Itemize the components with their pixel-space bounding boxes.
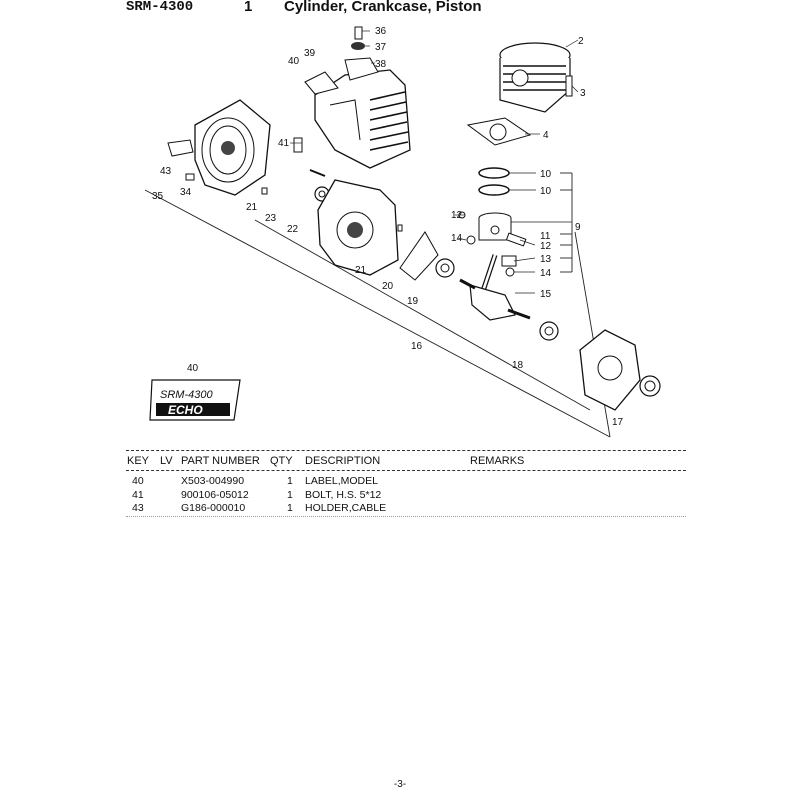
page-number: -3- <box>393 779 407 790</box>
table-row: 41 900106-05012 1 BOLT, H.S. 5*12 <box>0 489 800 502</box>
cell-description: LABEL,MODEL <box>305 475 378 487</box>
callout-39: 39 <box>304 48 316 59</box>
col-lv: LV <box>160 455 173 467</box>
callout-19: 19 <box>407 296 419 307</box>
callout-35: 35 <box>152 191 164 202</box>
callout-34: 34 <box>180 187 192 198</box>
piston <box>478 212 512 241</box>
callout-14b: 14 <box>540 268 552 279</box>
shroud-cover <box>314 69 411 169</box>
cell-description: HOLDER,CABLE <box>305 502 387 514</box>
callout-12b: 12 <box>540 241 552 252</box>
exploded-parts-diagram: 36 37 38 39 40 41 2 3 4 10 10 9 11 12 13… <box>144 26 661 438</box>
callout-41: 41 <box>278 138 290 149</box>
callout-4: 4 <box>543 130 549 141</box>
inset-model-text: SRM-4300 <box>160 389 213 401</box>
crankcase-right <box>579 329 641 411</box>
callout-13: 13 <box>540 254 552 265</box>
callout-11: 11 <box>540 231 551 242</box>
callout-21b: 21 <box>355 265 367 276</box>
callout-22: 22 <box>287 224 299 235</box>
callout-18: 18 <box>512 360 524 371</box>
inset-brand-text: ECHO <box>168 403 203 417</box>
cell-description: BOLT, H.S. 5*12 <box>305 489 382 501</box>
callout-21a: 21 <box>246 202 258 213</box>
callout-10b: 10 <box>540 186 552 197</box>
col-qty: QTY <box>270 455 293 467</box>
cell-part-number: G186-000010 <box>181 502 246 514</box>
callout-43: 43 <box>160 166 172 177</box>
callout-38: 38 <box>375 59 387 70</box>
callout-15: 15 <box>540 289 552 300</box>
table-top-rule <box>126 450 686 451</box>
table-row: 43 G186-000010 1 HOLDER,CABLE <box>0 502 800 515</box>
crankcase-left <box>317 179 399 276</box>
callout-37: 37 <box>375 42 387 53</box>
callout-12a: 12 <box>451 210 463 221</box>
col-key: KEY <box>127 455 150 467</box>
model-number: SRM-4300 <box>126 0 194 15</box>
col-part-number: PART NUMBER <box>181 455 260 467</box>
table-bottom-rule <box>126 516 686 517</box>
cell-part-number: X503-004990 <box>181 475 245 487</box>
cell-key: 43 <box>132 502 144 514</box>
col-remarks: REMARKS <box>470 455 525 467</box>
callout-40: 40 <box>288 56 300 67</box>
cell-qty: 1 <box>287 502 293 514</box>
fan-housing <box>194 99 271 196</box>
callout-20: 20 <box>382 281 394 292</box>
cell-key: 41 <box>132 489 144 501</box>
table-header-rule <box>126 470 686 471</box>
inset-callout-40: 40 <box>187 363 199 374</box>
callout-16: 16 <box>411 341 423 352</box>
callout-2: 2 <box>578 36 584 47</box>
callout-17: 17 <box>612 417 624 428</box>
callout-9: 9 <box>575 222 581 233</box>
callout-36: 36 <box>375 26 387 37</box>
callout-23: 23 <box>265 213 277 224</box>
table-row: 40 X503-004990 1 LABEL,MODEL <box>0 475 800 488</box>
cell-part-number: 900106-05012 <box>181 489 249 501</box>
section-title: Cylinder, Crankcase, Piston <box>284 0 482 15</box>
model-label-inset: 40 SRM-4300 ECHO <box>149 363 241 421</box>
cell-qty: 1 <box>287 475 293 487</box>
callout-3: 3 <box>580 88 586 99</box>
cell-key: 40 <box>132 475 144 487</box>
col-description: DESCRIPTION <box>305 455 381 467</box>
crankshaft <box>459 254 531 321</box>
cell-qty: 1 <box>287 489 293 501</box>
cylinder <box>499 42 571 113</box>
section-number: 1 <box>244 0 253 15</box>
callout-10a: 10 <box>540 169 552 180</box>
callout-14a: 14 <box>451 233 463 244</box>
